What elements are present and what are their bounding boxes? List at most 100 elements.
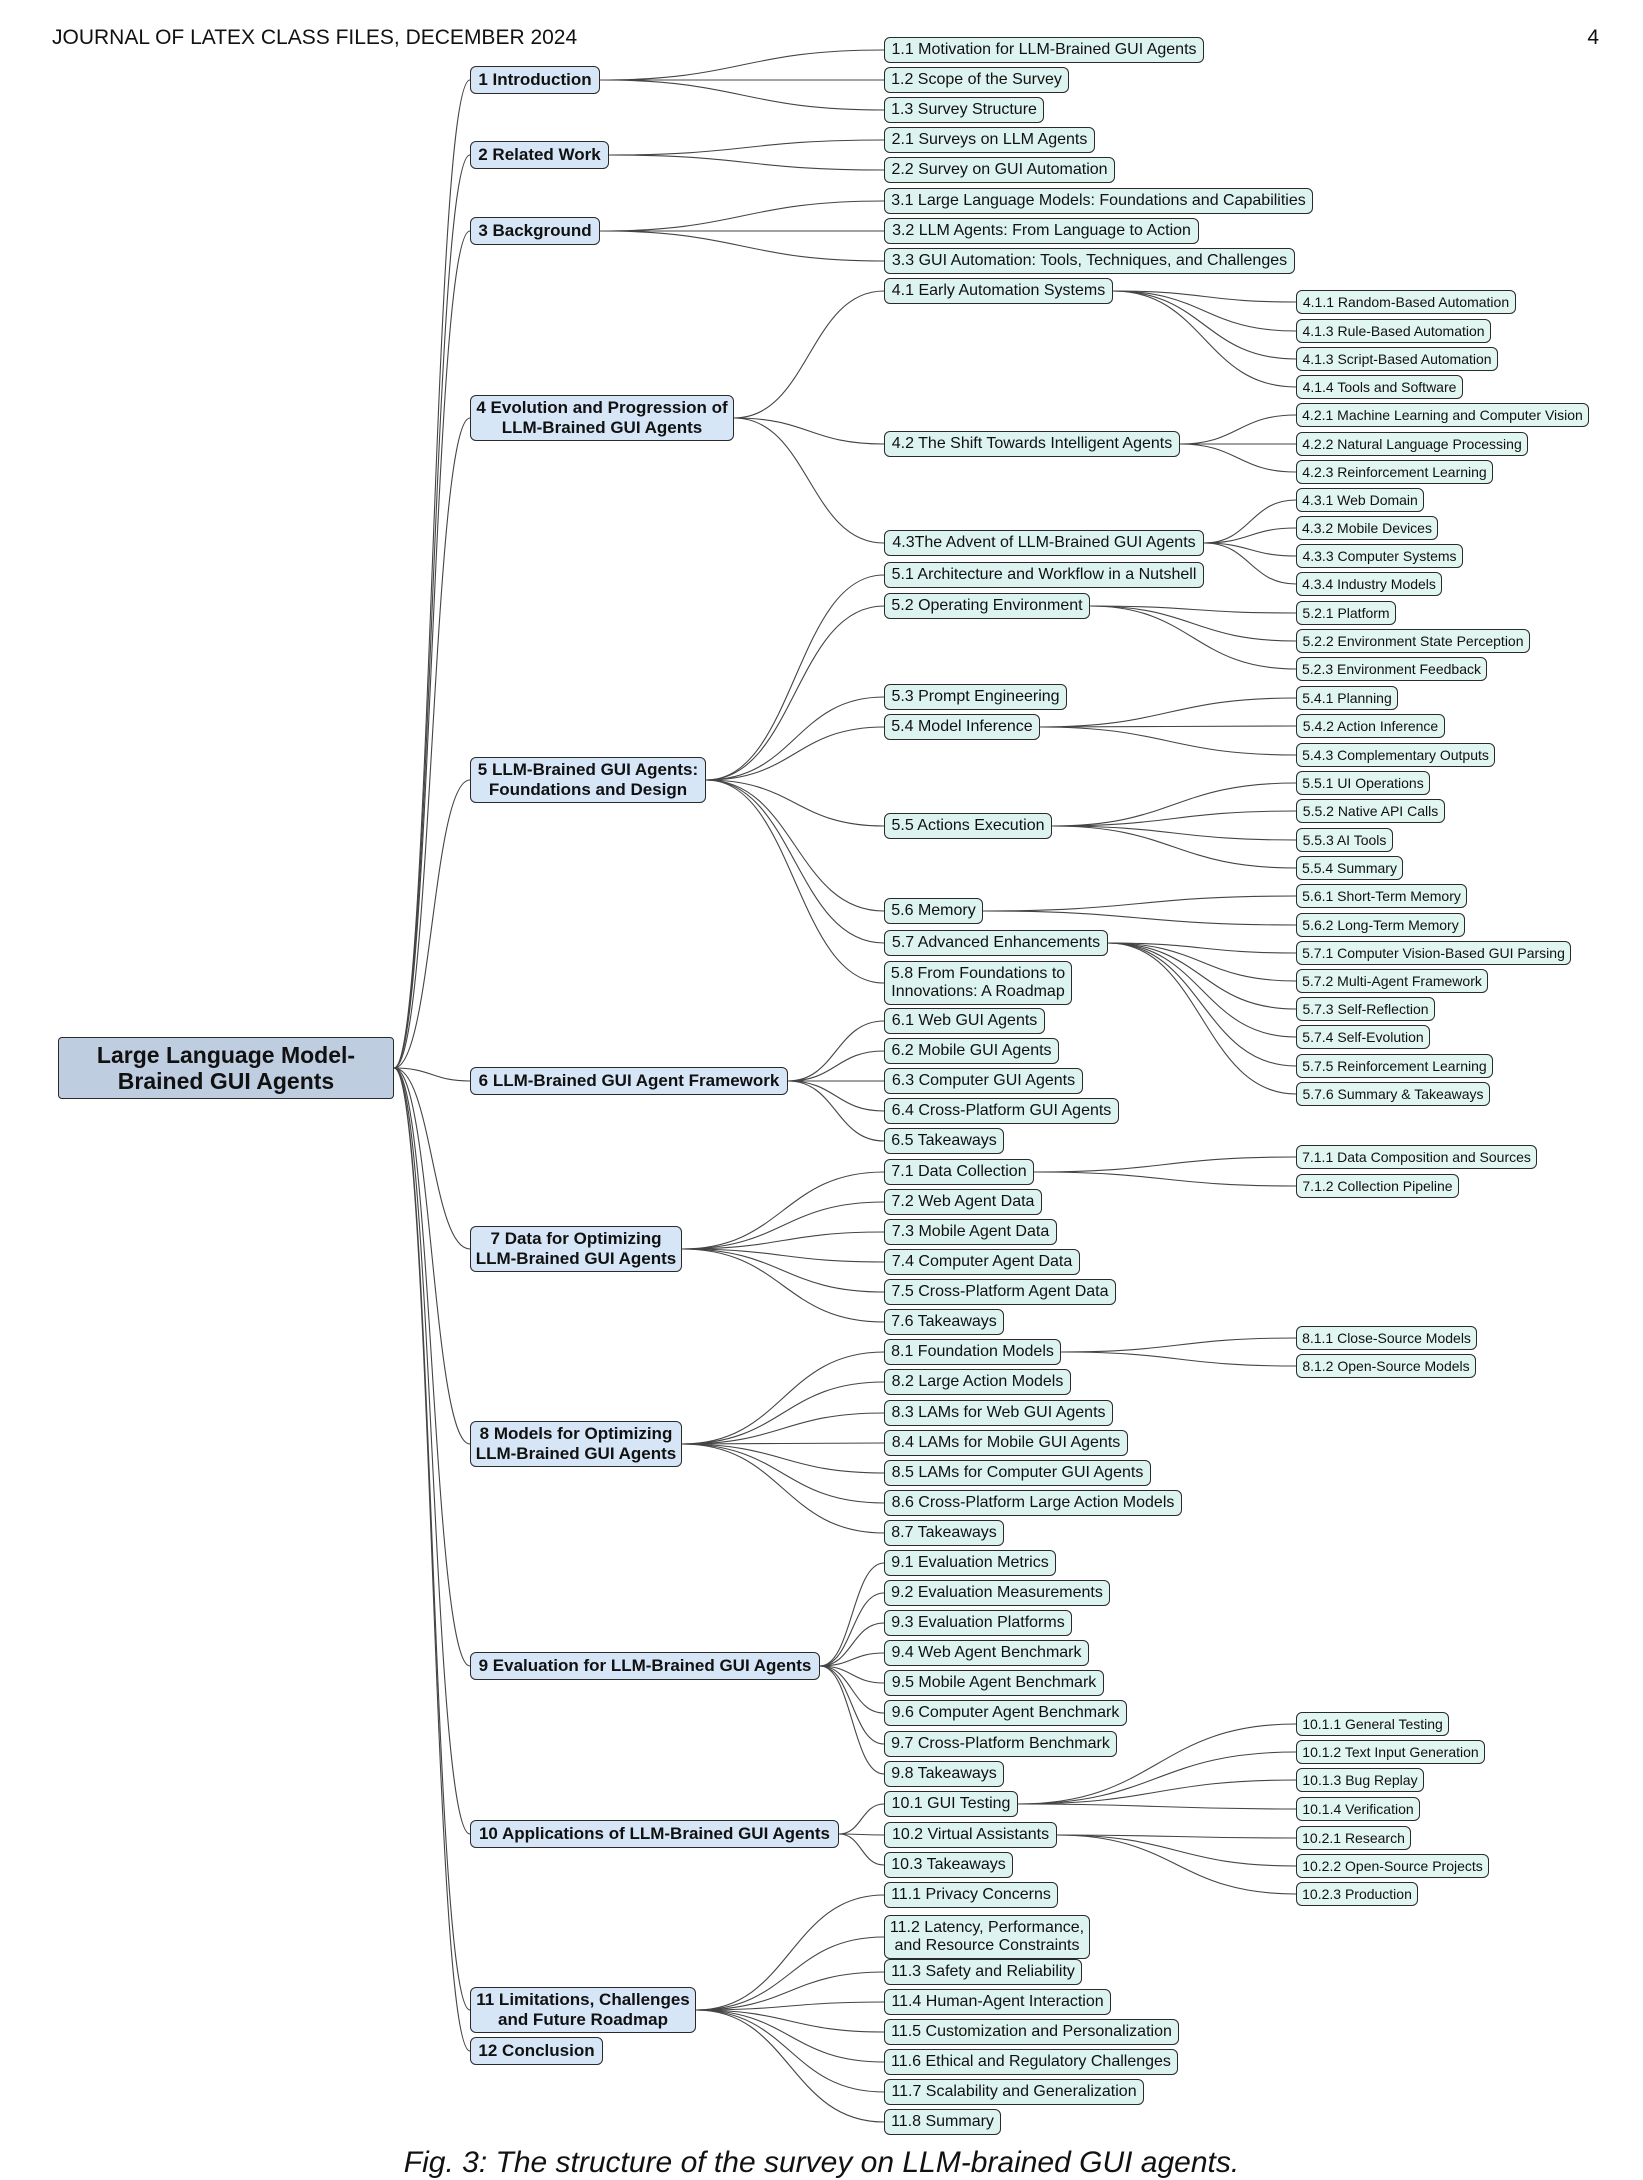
- subsection-node: 3.3 GUI Automation: Tools, Techniques, a…: [884, 248, 1295, 274]
- subsection-node-label: 7.1 Data Collection: [891, 1162, 1027, 1180]
- subsection-node: 8.4 LAMs for Mobile GUI Agents: [884, 1430, 1128, 1456]
- subsection-node: 8.2 Large Action Models: [884, 1369, 1071, 1395]
- subsection-node: 3.1 Large Language Models: Foundations a…: [884, 188, 1313, 214]
- subsection-node: 9.4 Web Agent Benchmark: [884, 1640, 1089, 1666]
- root-node-label: Large Language Model-Brained GUI Agents: [96, 1041, 356, 1094]
- edge-section-subsection: [608, 139, 885, 156]
- section-node: 1 Introduction: [470, 66, 600, 94]
- subsection-node-label: 5.3 Prompt Engineering: [891, 687, 1060, 705]
- subsection-node-label: 4.1 Early Automation Systems: [891, 281, 1106, 299]
- subsection-node: 5.3 Prompt Engineering: [884, 684, 1067, 710]
- edge-subsection-subsubsection: [1033, 1171, 1297, 1187]
- subsection-node-label: 10.2 Virtual Assistants: [891, 1825, 1050, 1843]
- edge-section-subsection: [599, 49, 885, 81]
- section-node: 7 Data for Optimizing LLM-Brained GUI Ag…: [470, 1226, 682, 1272]
- section-node-label: 7 Data for Optimizing LLM-Brained GUI Ag…: [475, 1229, 677, 1268]
- subsection-node: 6.5 Takeaways: [884, 1128, 1004, 1154]
- subsection-node-label: 9.3 Evaluation Platforms: [891, 1613, 1065, 1631]
- subsubsection-node-label: 5.7.4 Self-Evolution: [1302, 1028, 1424, 1045]
- edge-section-subsection: [681, 1351, 885, 1445]
- edge-subsection-subsubsection: [1107, 942, 1297, 1095]
- section-node-label: 4 Evolution and Progression of LLM-Brain…: [476, 398, 728, 437]
- section-node: 4 Evolution and Progression of LLM-Brain…: [470, 395, 734, 441]
- subsubsection-node: 7.1.1 Data Composition and Sources: [1296, 1145, 1537, 1169]
- edge-section-subsection: [819, 1592, 885, 1667]
- subsubsection-node-label: 5.7.2 Multi-Agent Framework: [1302, 972, 1482, 989]
- root-node: Large Language Model-Brained GUI Agents: [58, 1037, 394, 1099]
- subsection-node-label: 4.2 The Shift Towards Intelligent Agents: [891, 434, 1173, 452]
- subsection-node: 2.2 Survey on GUI Automation: [884, 157, 1115, 183]
- edge-subsection-subsubsection: [1056, 1834, 1297, 1867]
- subsubsection-node-label: 4.2.2 Natural Language Processing: [1302, 435, 1522, 452]
- edge-subsection-subsubsection: [982, 910, 1297, 926]
- subsection-node: 5.7 Advanced Enhancements: [884, 930, 1108, 956]
- edge-subsection-subsubsection: [1203, 527, 1297, 544]
- page-number: 4: [1587, 26, 1599, 49]
- edge-section-subsection: [705, 779, 885, 912]
- edge-section-subsection: [681, 1201, 885, 1250]
- subsubsection-node: 10.2.2 Open-Source Projects: [1296, 1854, 1489, 1878]
- edge-section-subsection: [733, 417, 885, 544]
- edge-section-subsection: [819, 1665, 885, 1745]
- subsection-node-label: 6.2 Mobile GUI Agents: [891, 1041, 1052, 1059]
- edge-root-section: [393, 1067, 471, 2011]
- subsection-node: 7.1 Data Collection: [884, 1159, 1034, 1185]
- subsection-node-label: 5.2 Operating Environment: [891, 596, 1083, 614]
- subsection-node-label: 9.7 Cross-Platform Benchmark: [891, 1734, 1110, 1752]
- subsection-node-label: 10.3 Takeaways: [891, 1855, 1006, 1873]
- subsection-node-label: 3.1 Large Language Models: Foundations a…: [891, 191, 1306, 209]
- subsubsection-node: 4.1.1 Random-Based Automation: [1296, 290, 1516, 314]
- subsection-node-label: 8.2 Large Action Models: [891, 1372, 1064, 1390]
- subsection-node: 9.7 Cross-Platform Benchmark: [884, 1731, 1117, 1757]
- section-node-label: 8 Models for Optimizing LLM-Brained GUI …: [475, 1424, 677, 1463]
- section-node: 5 LLM-Brained GUI Agents: Foundations an…: [470, 757, 706, 803]
- edge-section-subsection: [681, 1248, 885, 1293]
- edge-subsection-subsubsection: [1179, 443, 1297, 473]
- subsubsection-node: 5.7.2 Multi-Agent Framework: [1296, 969, 1488, 993]
- edge-section-subsection: [819, 1665, 885, 1684]
- subsection-node: 5.4 Model Inference: [884, 714, 1040, 740]
- subsection-node: 4.1 Early Automation Systems: [884, 278, 1113, 304]
- edge-section-subsection: [705, 779, 885, 827]
- edge-section-subsection: [599, 230, 885, 262]
- subsection-node-label: 6.5 Takeaways: [891, 1131, 997, 1149]
- edge-section-subsection: [705, 605, 885, 781]
- subsection-node-label: 8.7 Takeaways: [891, 1523, 997, 1541]
- subsection-node: 11.6 Ethical and Regulatory Challenges: [884, 2049, 1178, 2075]
- section-node-label: 10 Applications of LLM-Brained GUI Agent…: [478, 1824, 831, 1844]
- subsection-node: 2.1 Surveys on LLM Agents: [884, 127, 1095, 153]
- subsection-node: 8.7 Takeaways: [884, 1520, 1004, 1546]
- edge-subsection-subsubsection: [1107, 942, 1297, 982]
- edge-subsection-subsubsection: [1017, 1803, 1297, 1810]
- section-node-label: 5 LLM-Brained GUI Agents: Foundations an…: [477, 760, 699, 799]
- subsubsection-node: 5.4.1 Planning: [1296, 686, 1398, 710]
- subsubsection-node: 4.1.4 Tools and Software: [1296, 375, 1463, 399]
- edge-subsection-subsubsection: [1039, 726, 1297, 756]
- edge-subsection-subsubsection: [1039, 725, 1297, 728]
- subsection-node-label: 9.6 Computer Agent Benchmark: [891, 1703, 1120, 1721]
- edge-subsection-subsubsection: [1203, 542, 1297, 557]
- subsubsection-node-label: 10.1.1 General Testing: [1302, 1715, 1443, 1732]
- subsection-node: 9.6 Computer Agent Benchmark: [884, 1700, 1127, 1726]
- subsection-node-label: 3.3 GUI Automation: Tools, Techniques, a…: [891, 251, 1288, 269]
- subsection-node-label: 9.8 Takeaways: [891, 1764, 997, 1782]
- edge-root-section: [393, 1067, 471, 1082]
- edge-section-subsection: [819, 1562, 885, 1667]
- edge-section-subsection: [599, 79, 885, 111]
- edge-root-section: [393, 79, 471, 1069]
- subsection-node-label: 6.1 Web GUI Agents: [891, 1011, 1038, 1029]
- subsubsection-node: 5.6.1 Short-Term Memory: [1296, 884, 1467, 908]
- subsubsection-node-label: 5.7.5 Reinforcement Learning: [1302, 1057, 1487, 1074]
- figure-caption: Fig. 3: The structure of the survey on L…: [403, 2146, 1240, 2179]
- subsubsection-node-label: 5.2.1 Platform: [1302, 604, 1390, 621]
- subsubsection-node-label: 10.1.3 Bug Replay: [1302, 1771, 1418, 1788]
- edge-subsection-subsubsection: [1107, 942, 1297, 1038]
- subsection-node: 6.2 Mobile GUI Agents: [884, 1038, 1059, 1064]
- section-node: 12 Conclusion: [470, 2037, 603, 2065]
- subsubsection-node: 5.2.2 Environment State Perception: [1296, 629, 1530, 653]
- subsection-node-label: 1.2 Scope of the Survey: [891, 70, 1062, 88]
- subsection-node: 7.5 Cross-Platform Agent Data: [884, 1279, 1116, 1305]
- subsection-node-label: 11.2 Latency, Performance, and Resource …: [889, 1918, 1085, 1954]
- subsection-node-label: 1.3 Survey Structure: [891, 100, 1037, 118]
